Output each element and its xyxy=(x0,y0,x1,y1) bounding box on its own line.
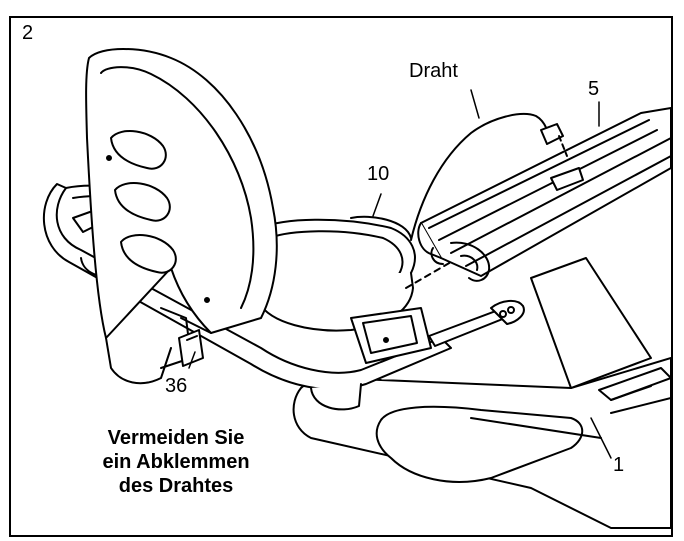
wire-label: Draht xyxy=(409,60,458,82)
part-5-label: 5 xyxy=(588,78,600,100)
upright-support xyxy=(530,257,671,401)
warning-line-3: des Drahtes xyxy=(118,475,234,497)
seat-back xyxy=(85,48,278,385)
base-frame-rail xyxy=(292,357,671,529)
wire xyxy=(410,112,568,241)
step-number: 2 xyxy=(22,22,34,44)
part-36-label: 36 xyxy=(165,375,188,397)
part-10-label: 10 xyxy=(367,163,390,185)
warning-line-2: ein Abklemmen xyxy=(102,451,250,473)
part-36-bracket xyxy=(178,329,204,367)
warning-note: Vermeiden Sie ein Abklemmen des Drahtes xyxy=(61,426,291,498)
part-5-mast xyxy=(417,107,671,282)
warning-line-1: Vermeiden Sie xyxy=(107,427,245,449)
leader-lines xyxy=(188,89,612,459)
assembly-illustration xyxy=(42,48,671,529)
alignment-line xyxy=(405,261,452,289)
part-1-label: 1 xyxy=(613,454,625,476)
diagram-frame: 2 Draht 5 10 36 1 Vermeiden Sie ein Abkl… xyxy=(9,16,673,537)
seat-tray xyxy=(350,307,432,364)
